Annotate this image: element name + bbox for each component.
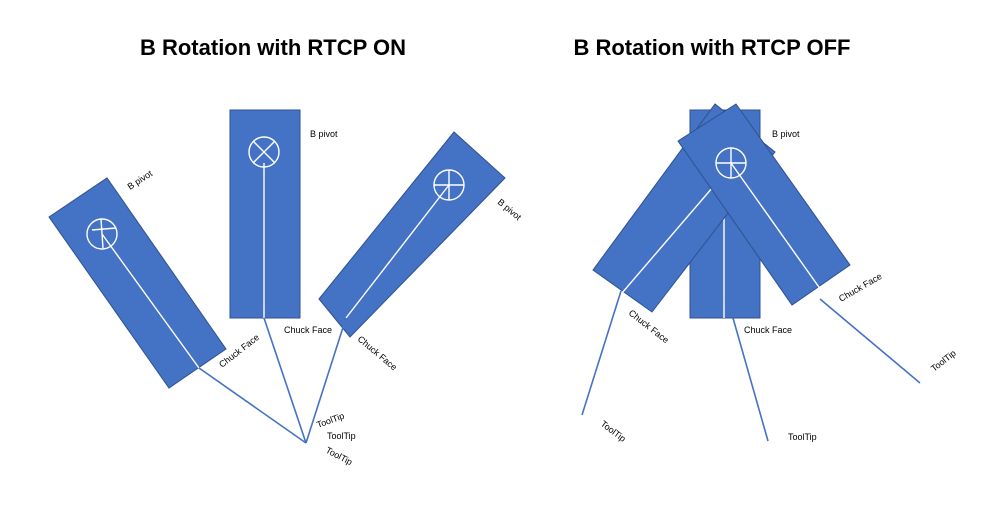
- b-pivot-label: B pivot: [310, 129, 338, 139]
- tool-line: [263, 317, 307, 444]
- left-bar-tilted-right: [318, 131, 506, 338]
- tooltip-label: ToolTip: [324, 445, 354, 467]
- tool-line: [581, 290, 622, 416]
- tooltip-label: ToolTip: [788, 432, 817, 442]
- chuck-face-label: Chuck Face: [284, 325, 332, 335]
- tool-line: [732, 317, 769, 442]
- tooltip-label: ToolTip: [929, 348, 958, 374]
- b-pivot-label: B pivot: [126, 168, 155, 192]
- b-pivot-label: B pivot: [496, 197, 524, 223]
- chuck-face-label: Chuck Face: [837, 271, 884, 304]
- tool-line: [198, 367, 307, 444]
- tooltip-label: ToolTip: [327, 431, 356, 441]
- pivot-marker-icon: [86, 218, 118, 250]
- tool-line: [819, 298, 921, 384]
- tooltip-label: ToolTip: [315, 411, 345, 430]
- b-pivot-label: B pivot: [772, 129, 800, 139]
- chuck-face-label: Chuck Face: [744, 325, 792, 335]
- chuck-face-label: Chuck Face: [356, 334, 399, 373]
- tool-line: [305, 317, 347, 444]
- left-bar-tilted-left: [48, 177, 227, 389]
- right-title: B Rotation with RTCP OFF: [573, 35, 850, 60]
- left-bar-vertical: [229, 109, 301, 319]
- tooltip-label: ToolTip: [599, 419, 628, 444]
- chuck-face-label: Chuck Face: [627, 308, 671, 345]
- right-bar-tilted-right: [677, 103, 851, 306]
- left-title: B Rotation with RTCP ON: [140, 35, 406, 60]
